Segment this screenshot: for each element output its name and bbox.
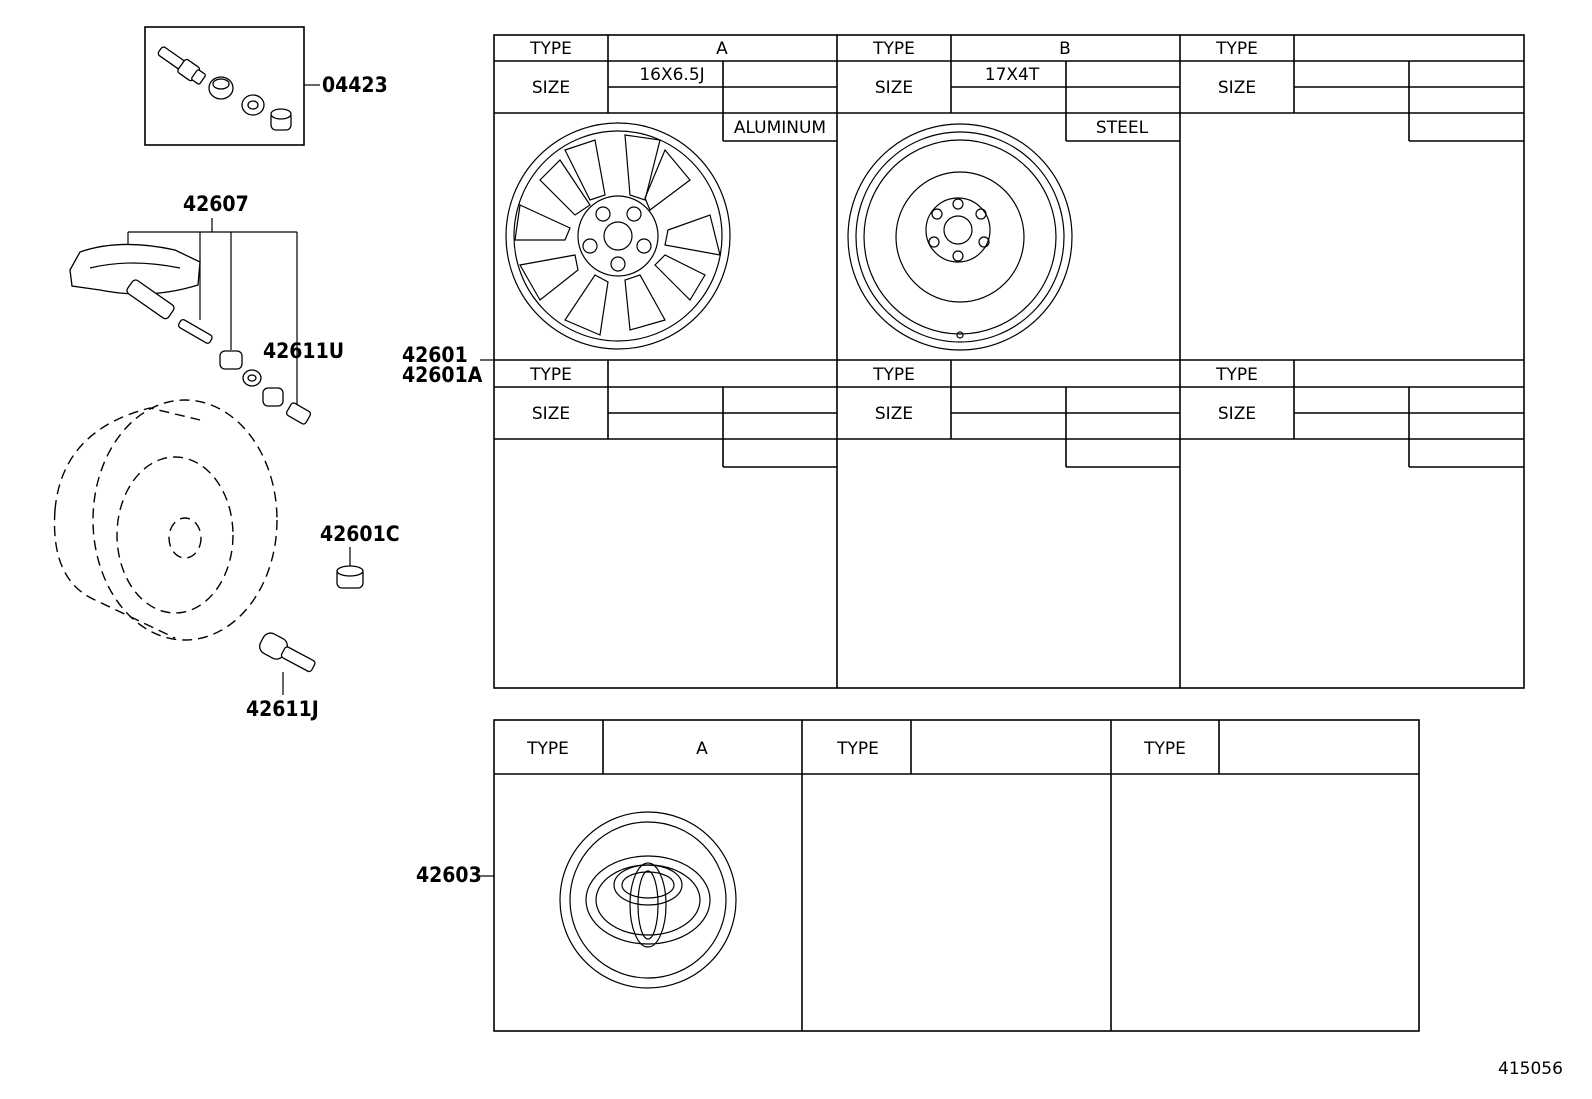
part-number-42611j[interactable]: 42611J	[246, 697, 319, 721]
size-label: SIZE	[1218, 78, 1256, 98]
alloy-wheel-icon	[505, 122, 731, 350]
material-value-b: STEEL	[1096, 118, 1149, 138]
size-label: SIZE	[1218, 404, 1256, 424]
valve-stem-icon	[259, 632, 316, 695]
part-number-42601a[interactable]: 42601A	[402, 363, 483, 387]
part-number-42601[interactable]: 42601	[402, 343, 468, 367]
lug-nut-icon	[336, 547, 364, 589]
size-value-a: 16X6.5J	[639, 65, 704, 85]
tpms-sensor-icon	[69, 218, 312, 425]
valve-kit-icon	[144, 26, 320, 146]
type-label: TYPE	[1215, 365, 1258, 385]
wheel-table	[493, 34, 1525, 689]
size-value-b: 17X4T	[985, 65, 1040, 85]
type-label: TYPE	[529, 39, 572, 59]
part-number-04423[interactable]: 04423	[322, 73, 388, 97]
cap-type-label: TYPE	[1143, 739, 1186, 759]
toyota-emblem-icon	[559, 811, 737, 989]
tire-icon	[53, 399, 278, 641]
type-label: TYPE	[872, 365, 915, 385]
type-value-a: A	[716, 39, 728, 59]
size-label: SIZE	[875, 404, 913, 424]
size-label: SIZE	[875, 78, 913, 98]
steel-wheel-icon	[847, 123, 1073, 351]
part-number-42603[interactable]: 42603	[416, 863, 482, 887]
cap-table	[493, 719, 1420, 1032]
size-label: SIZE	[532, 78, 570, 98]
part-number-42611u[interactable]: 42611U	[263, 339, 344, 363]
type-value-b: B	[1059, 39, 1071, 59]
type-label: TYPE	[1215, 39, 1258, 59]
diagram-id: 415056	[1498, 1059, 1563, 1079]
type-label: TYPE	[529, 365, 572, 385]
type-label: TYPE	[872, 39, 915, 59]
material-value-a: ALUMINUM	[734, 118, 826, 138]
part-number-42601c[interactable]: 42601C	[320, 522, 400, 546]
cap-type-label: TYPE	[526, 739, 569, 759]
cap-type-label: TYPE	[836, 739, 879, 759]
size-label: SIZE	[532, 404, 570, 424]
part-number-42607[interactable]: 42607	[183, 192, 249, 216]
cap-type-value-a: A	[696, 739, 708, 759]
